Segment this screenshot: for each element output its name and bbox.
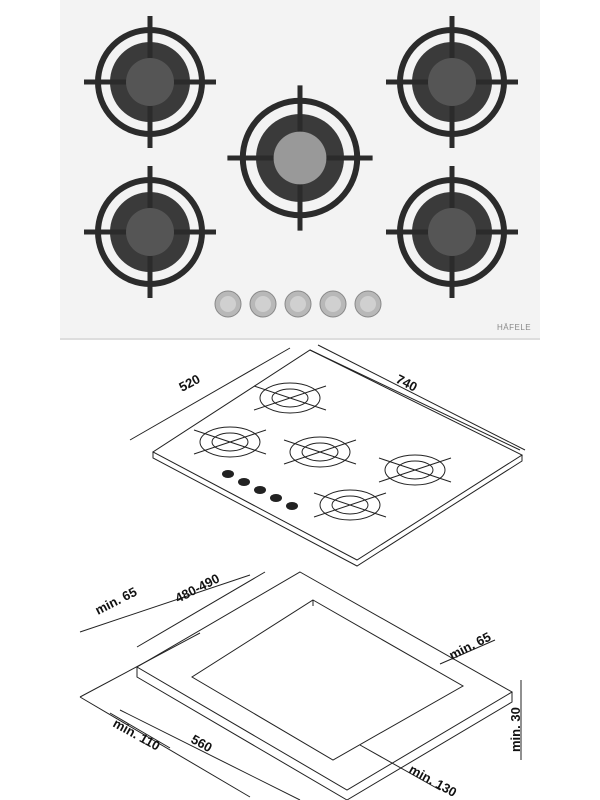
control-knob[interactable] bbox=[354, 290, 382, 318]
depth-dimension-label: 520 bbox=[176, 371, 202, 394]
cutout-dimension-diagram: min. 65 480-490 min. 65 min. 110 560 min… bbox=[79, 571, 523, 800]
burner-grate-outline bbox=[378, 454, 452, 486]
control-knob[interactable] bbox=[284, 290, 312, 318]
burner-grate bbox=[386, 166, 518, 298]
control-knob bbox=[286, 502, 298, 510]
brand-logo: HÄFELE bbox=[497, 323, 531, 332]
hob-photo: HÄFELE bbox=[60, 0, 540, 340]
width-dimension-label: 740 bbox=[394, 371, 420, 394]
burner-grate bbox=[84, 16, 216, 148]
control-knob[interactable] bbox=[214, 290, 242, 318]
control-knob bbox=[238, 478, 250, 486]
burner-grate-outline bbox=[193, 426, 267, 458]
control-knob bbox=[270, 494, 282, 502]
burner-grate bbox=[84, 166, 216, 298]
burner-grate-outline bbox=[313, 489, 387, 521]
hob-dimension-diagram: 520 740 bbox=[129, 344, 526, 567]
thickness-label: min. 30 bbox=[508, 707, 523, 752]
min-right-label: min. 130 bbox=[407, 762, 460, 800]
control-knob bbox=[254, 486, 266, 494]
burner-grate-outline bbox=[253, 382, 327, 414]
cutout-width-label: 560 bbox=[189, 732, 215, 756]
min-side-label: min. 65 bbox=[447, 629, 494, 663]
min-back-label: min. 65 bbox=[93, 584, 140, 618]
burner-grate bbox=[227, 85, 373, 231]
control-knob bbox=[222, 470, 234, 478]
cutout-depth-label: 480-490 bbox=[173, 571, 222, 606]
control-knob[interactable] bbox=[319, 290, 347, 318]
burner-grate bbox=[386, 16, 518, 148]
control-knob[interactable] bbox=[249, 290, 277, 318]
min-front-label: min. 110 bbox=[111, 716, 163, 754]
burner-grate-outline bbox=[283, 436, 357, 468]
